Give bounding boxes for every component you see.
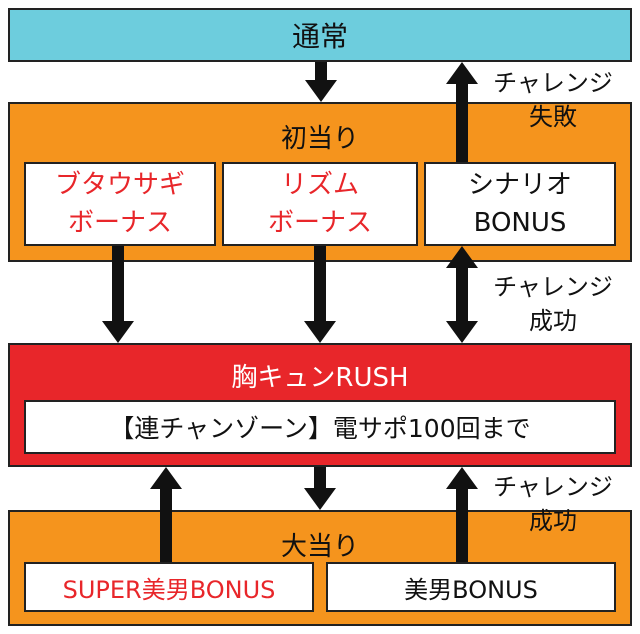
buta-usagi-bonus-line1: ブタウサギ [54,170,185,200]
arrow-rush-to-big-hit [304,467,336,510]
rush-title: 胸キュンRUSH [231,363,409,393]
challenge-success-lower-line1: チャレンジ [493,473,613,501]
rhythm-bonus-line2: ボーナス [267,208,372,238]
rush-subtitle: 【連チャンゾーン】電サポ100回まで [109,414,531,443]
challenge-fail-label: チャレンジ 失敗 [478,66,628,134]
scenario-bonus-box: シナリオ BONUS [424,162,616,246]
bidan-bonus-label: 美男BONUS [404,575,538,604]
rhythm-bonus-line1: リズム [280,170,359,200]
rush-subtitle-box: 【連チャンゾーン】電サポ100回まで [24,400,616,454]
challenge-success-label-upper: チャレンジ 成功 [478,270,628,338]
bidan-bonus-box: 美男BONUS [326,562,616,612]
big-hit-title: 大当り [280,532,359,562]
scenario-bonus-line1: シナリオ [467,170,572,200]
challenge-fail-line2: 失敗 [529,103,577,131]
scenario-bonus-line2: BONUS [473,208,567,238]
challenge-fail-line1: チャレンジ [493,69,613,97]
challenge-success-lower-line2: 成功 [529,507,577,535]
challenge-success-upper-line1: チャレンジ [493,273,613,301]
buta-usagi-bonus-box: ブタウサギ ボーナス [24,162,216,246]
first-hit-title: 初当り [280,124,359,154]
challenge-success-label-lower: チャレンジ 成功 [478,470,628,538]
challenge-success-upper-line2: 成功 [529,307,577,335]
normal-state-box: 通常 [8,8,632,62]
super-bidan-bonus-label: SUPER美男BONUS [62,575,276,604]
rhythm-bonus-box: リズム ボーナス [222,162,418,246]
super-bidan-bonus-box: SUPER美男BONUS [24,562,314,612]
arrow-normal-to-first-hit [305,62,337,102]
normal-state-title: 通常 [291,20,348,53]
buta-usagi-bonus-line2: ボーナス [67,208,172,238]
